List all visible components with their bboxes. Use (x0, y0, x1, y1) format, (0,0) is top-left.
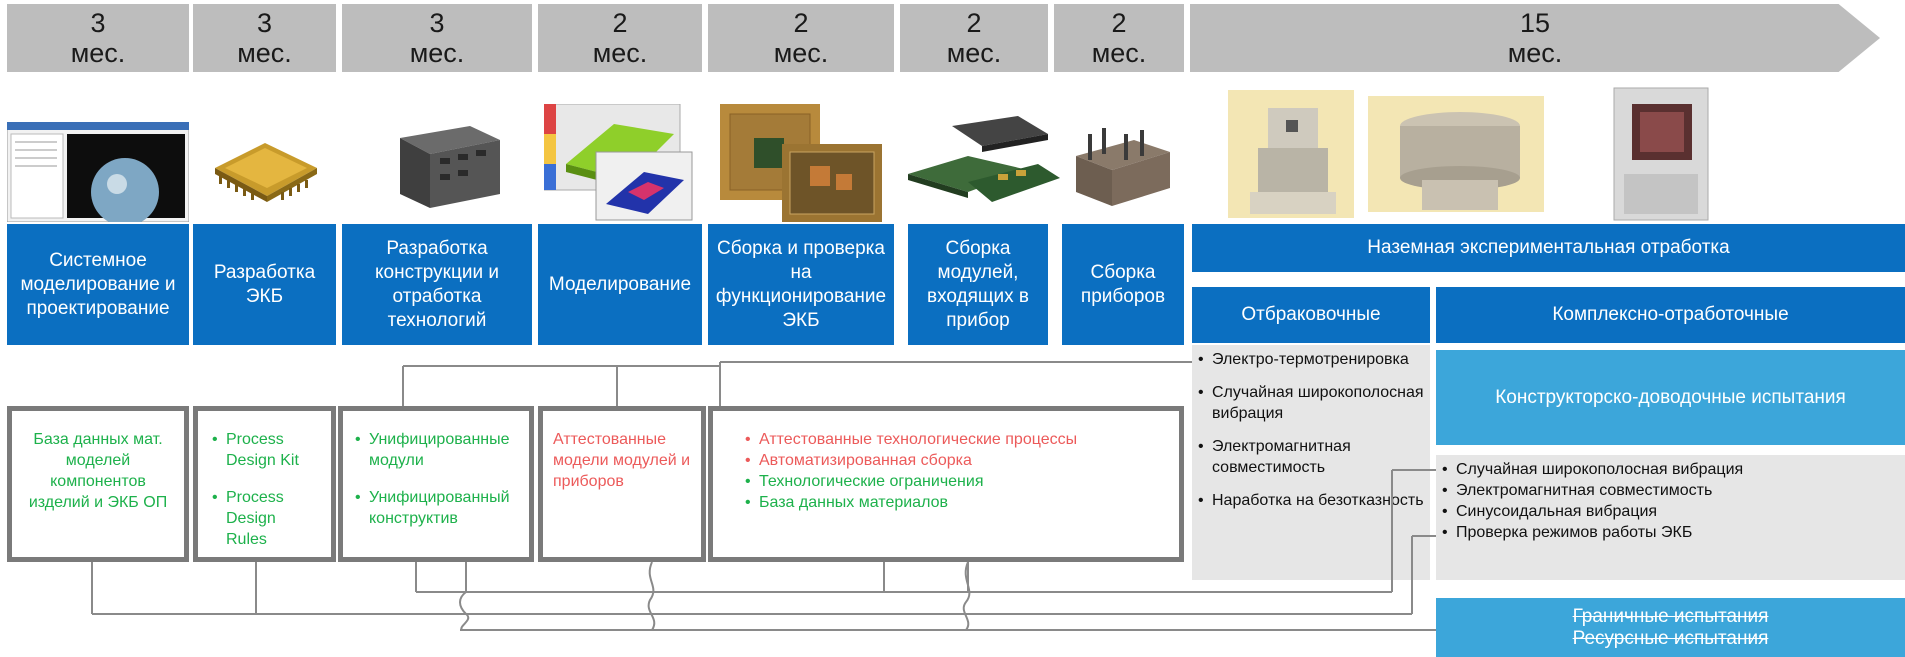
test-stand-photo-2-image (1368, 96, 1544, 212)
phase-module-assembly: Сборка модулей, входящих в прибор (908, 224, 1048, 345)
output-box-unified-modules: Унифицированные модули Унифицированный к… (338, 406, 534, 562)
phase-system-modeling: Системное моделирование и проектирование (7, 224, 189, 345)
list-item: Технологические ограничения (745, 471, 1147, 492)
phase-ekb-development: Разработка ЭКБ (193, 224, 336, 345)
list-item: База данных материалов (745, 492, 1147, 513)
complex-tests-header: Комплексно-отработочные (1436, 287, 1905, 343)
system-modeling-screenshot-image (7, 122, 189, 222)
ekb-assembly-photo-image (720, 104, 882, 222)
list-item: Случайная широкополосная вибрация (1442, 459, 1899, 480)
phase-design-development: Разработка конструкции и отработка техно… (342, 224, 532, 345)
device-assembly-photo-image (1076, 128, 1170, 206)
list-item: Process Design Kit (212, 429, 317, 471)
list-item: Синусоидальная вибрация (1442, 501, 1899, 522)
list-item: Случайная широкополосная вибрация (1198, 382, 1424, 424)
ground-testing-header: Наземная экспериментальная отработка (1192, 224, 1905, 272)
phase-device-assembly: Сборка приборов (1062, 224, 1184, 345)
resource-tests-label: Ресурсные испытания (1572, 627, 1769, 649)
output-box-process-kit: Process Design Kit Process Design Rules (193, 406, 336, 562)
output-box-database: База данных мат. моделей компонентов изд… (7, 406, 189, 562)
list-item: Автоматизированная сборка (745, 450, 1147, 471)
modules-photo-image (908, 116, 1060, 202)
screening-tests-header: Отбраковочные (1192, 287, 1430, 343)
device-housing-image (400, 126, 500, 208)
climatic-chamber-photo-image (1613, 87, 1709, 221)
output-box-technologies: Аттестованные технологические процессы А… (708, 406, 1184, 562)
list-item: Process Design Rules (212, 487, 317, 550)
list-item: Унифицированный конструктив (355, 487, 517, 529)
design-tests-box: Конструкторско-доводочные испытания (1436, 350, 1905, 445)
list-item: Электромагнитная совместимость (1198, 436, 1424, 478)
list-item: Унифицированные модули (355, 429, 517, 471)
limit-resource-tests-box: Граничные испытания Ресурсные испытания (1436, 598, 1905, 657)
phase-ekb-assembly: Сборка и проверка на функционирование ЭК… (708, 224, 894, 345)
phase-modeling: Моделирование (538, 224, 702, 345)
output-box-certified-models: Аттестованные модели модулей и приборов (538, 406, 706, 562)
list-item: Наработка на безотказность (1198, 490, 1424, 511)
list-item: Проверка режимов работы ЭКБ (1442, 522, 1899, 543)
limit-tests-label: Граничные испытания (1572, 605, 1769, 627)
complex-tests-panel: Случайная широкополосная вибрация Электр… (1436, 455, 1905, 580)
list-item: Электро-термотренировка (1198, 349, 1424, 370)
test-stand-photo-1-image (1228, 90, 1354, 218)
list-item: Электромагнитная совместимость (1442, 480, 1899, 501)
screening-tests-panel: Электро-термотренировка Случайная широко… (1192, 345, 1430, 580)
list-item: Аттестованные технологические процессы (745, 429, 1147, 450)
chip-package-image (215, 143, 317, 202)
simulation-model-image (544, 104, 693, 221)
